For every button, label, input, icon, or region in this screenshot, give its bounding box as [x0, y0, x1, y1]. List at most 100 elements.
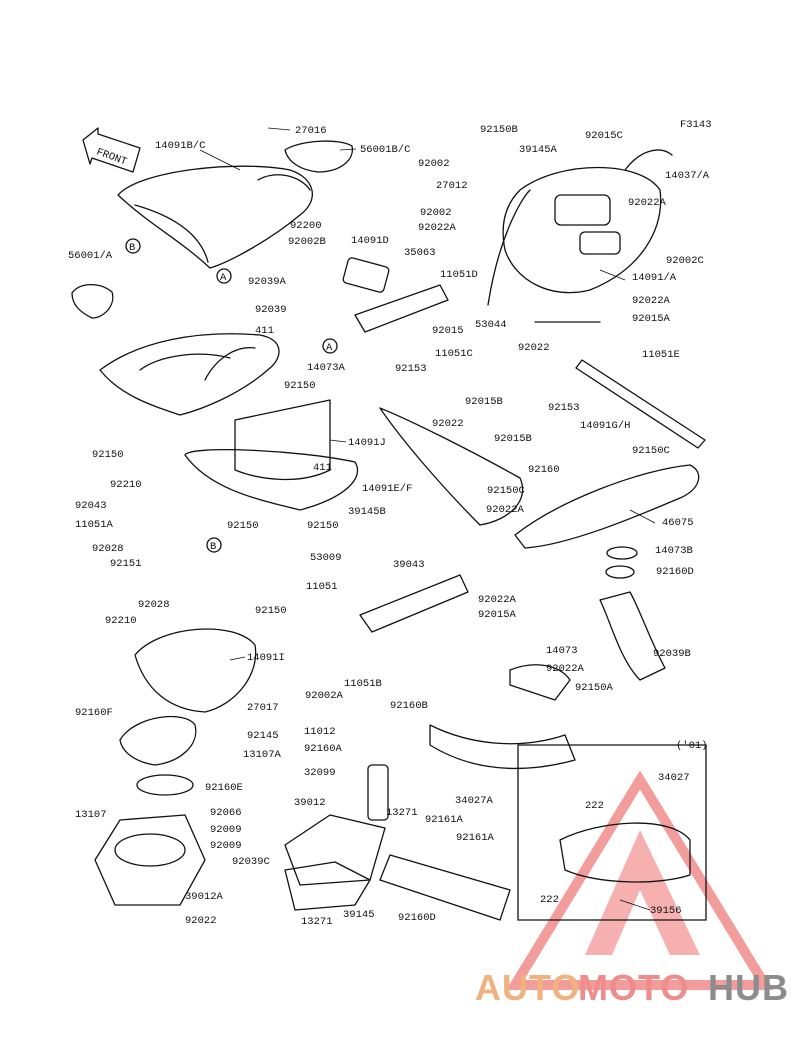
svg-text:92150: 92150 — [92, 449, 124, 461]
step-14073 — [509, 664, 571, 701]
svg-text:92009: 92009 — [210, 840, 242, 852]
handle-14037A — [624, 149, 673, 171]
svg-text:53009: 53009 — [310, 552, 342, 564]
part-labels: F3143 ('01) 14091B/C 27016 56001B/C 9215… — [68, 119, 712, 928]
svg-text:35063: 35063 — [404, 247, 436, 259]
svg-text:92160: 92160 — [528, 464, 560, 476]
svg-text:92150: 92150 — [284, 380, 316, 392]
svg-text:92200: 92200 — [290, 220, 322, 232]
svg-text:92022: 92022 — [432, 418, 464, 430]
svg-text:39145B: 39145B — [348, 506, 386, 518]
svg-text:92150A: 92150A — [575, 682, 614, 694]
callout-A-2: A — [322, 338, 338, 354]
watermark-auto: AUTO — [475, 967, 580, 1008]
svg-text:92066: 92066 — [210, 807, 242, 819]
svg-text:92039A: 92039A — [248, 276, 287, 288]
gasket-92160E — [136, 774, 194, 796]
svg-text:14091I: 14091I — [247, 652, 285, 664]
svg-text:27016: 27016 — [295, 125, 327, 137]
figure-code: F3143 — [680, 119, 712, 131]
svg-text:39012: 39012 — [294, 797, 326, 809]
panel-14091D — [342, 257, 390, 293]
svg-text:27017: 27017 — [247, 702, 279, 714]
svg-text:92022A: 92022A — [486, 504, 525, 516]
svg-text:92028: 92028 — [92, 543, 124, 555]
svg-text:92039: 92039 — [255, 304, 287, 316]
detail-box-01 — [517, 744, 707, 921]
svg-text:11051C: 11051C — [435, 348, 473, 360]
svg-text:92002C: 92002C — [666, 255, 704, 267]
svg-text:92015A: 92015A — [632, 313, 671, 325]
svg-text:14037/A: 14037/A — [665, 170, 710, 182]
watermark-moto: MOTO — [578, 967, 689, 1008]
svg-text:39145A: 39145A — [519, 144, 558, 156]
svg-text:92160E: 92160E — [205, 782, 243, 794]
svg-text:39156: 39156 — [650, 905, 682, 917]
svg-text:56001B/C: 56001B/C — [360, 144, 410, 156]
svg-text:13107: 13107 — [75, 809, 107, 821]
tray-39145 — [284, 861, 371, 911]
svg-text:92210: 92210 — [110, 479, 142, 491]
svg-text:92002A: 92002A — [305, 690, 344, 702]
svg-text:11051A: 11051A — [75, 519, 114, 531]
svg-text:39145: 39145 — [343, 909, 375, 921]
callout-B-1: B — [125, 238, 141, 254]
svg-text:92015C: 92015C — [585, 130, 623, 142]
bucket-39012A — [94, 814, 206, 906]
svg-text:14091D: 14091D — [351, 235, 389, 247]
svg-text:14091B/C: 14091B/C — [155, 140, 205, 152]
hose-32099 — [367, 764, 389, 821]
svg-text:92002B: 92002B — [288, 236, 326, 248]
svg-text:92022A: 92022A — [632, 295, 671, 307]
plate-39043 — [359, 574, 469, 633]
year-note: ('01) — [676, 740, 708, 752]
svg-text:92022: 92022 — [185, 915, 217, 927]
svg-text:27012: 27012 — [436, 180, 468, 192]
svg-text:92210: 92210 — [105, 615, 137, 627]
svg-text:11051B: 11051B — [344, 678, 382, 690]
svg-text:92015: 92015 — [432, 325, 464, 337]
svg-text:34027: 34027 — [658, 772, 690, 784]
svg-text:92002: 92002 — [420, 207, 452, 219]
svg-text:92160D: 92160D — [398, 912, 436, 924]
svg-text:92150: 92150 — [255, 605, 287, 617]
svg-text:92161A: 92161A — [425, 814, 464, 826]
lid-14091I — [134, 628, 257, 713]
callout-B-2: B — [206, 537, 222, 553]
svg-text:53044: 53044 — [475, 319, 507, 331]
svg-text:92039C: 92039C — [232, 856, 270, 868]
svg-text:46075: 46075 — [662, 517, 694, 529]
svg-text:B: B — [129, 242, 135, 254]
bar-14091GH — [575, 359, 706, 449]
svg-text:411: 411 — [313, 462, 332, 474]
svg-text:411: 411 — [255, 325, 274, 337]
svg-text:92160F: 92160F — [75, 707, 113, 719]
svg-text:92022A: 92022A — [418, 222, 457, 234]
svg-text:14091/A: 14091/A — [632, 272, 677, 284]
svg-text:11051D: 11051D — [440, 269, 478, 281]
svg-text:56001/A: 56001/A — [68, 250, 113, 262]
mat-92160D — [379, 854, 511, 921]
svg-text:92009: 92009 — [210, 824, 242, 836]
svg-text:39012A: 39012A — [185, 891, 224, 903]
svg-text:A: A — [326, 342, 333, 354]
svg-text:92015B: 92015B — [465, 396, 503, 408]
hood-frame — [99, 333, 280, 416]
cover-14091EF — [379, 407, 524, 526]
svg-text:92153: 92153 — [395, 363, 427, 375]
watermark-hub: HUB — [708, 967, 789, 1008]
svg-text:92151: 92151 — [110, 558, 142, 570]
bar-34027A — [429, 724, 576, 770]
svg-text:13271: 13271 — [301, 916, 333, 928]
svg-text:92015A: 92015A — [478, 609, 517, 621]
svg-text:92150C: 92150C — [632, 445, 670, 457]
panel-14091J — [234, 399, 331, 481]
svg-text:92150: 92150 — [227, 520, 259, 532]
svg-text:14073: 14073 — [546, 645, 578, 657]
callout-A-1: A — [216, 268, 232, 284]
svg-text:92160D: 92160D — [656, 566, 694, 578]
svg-text:92028: 92028 — [138, 599, 170, 611]
svg-text:39043: 39043 — [393, 559, 425, 571]
